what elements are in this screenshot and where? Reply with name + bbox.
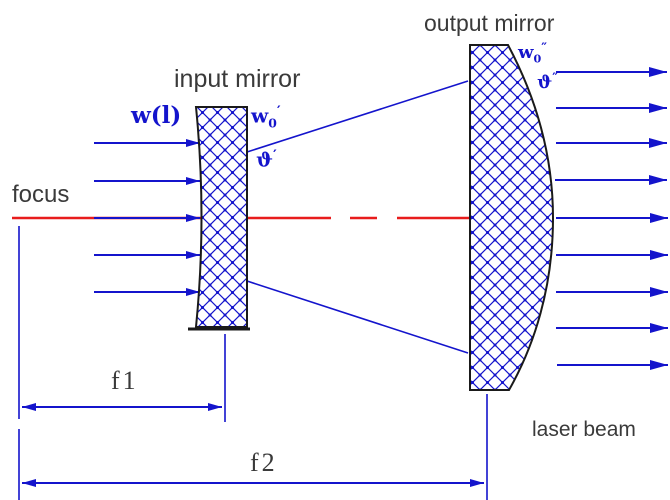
beam-waist-w0-double-prime-label: w0″ [518, 41, 549, 66]
input-mirror-shape [194, 106, 248, 328]
f1-dimension [18, 226, 226, 422]
diverging-ray-upper [246, 80, 469, 153]
divergence-theta-prime-label: ϑ′ [256, 147, 278, 172]
output-beam-arrows [555, 67, 668, 370]
output-mirror-shape [469, 44, 555, 391]
output-mirror-label: output mirror [424, 10, 555, 36]
w0-out-base: w [518, 41, 534, 63]
theta-out-base: ϑ [537, 71, 553, 93]
w0-in-sub: 0 [268, 115, 277, 131]
output-mirror [469, 44, 555, 391]
f1-label: f1 [111, 366, 139, 395]
w0-out-sub: 0 [533, 52, 542, 66]
input-beam-arrows [94, 139, 200, 296]
w0-in-base: w [251, 103, 269, 128]
w0-in-primes: ′ [276, 103, 282, 120]
theta-in-base: ϑ [256, 147, 273, 172]
beam-waist-w0-prime-label: w0′ [251, 103, 282, 131]
divergence-theta-double-prime-label: ϑ″ [537, 71, 560, 93]
laser-beam-label: laser beam [532, 418, 636, 441]
input-mirror-label: input mirror [174, 65, 301, 93]
diverging-rays [246, 80, 469, 354]
f2-dimension [18, 394, 488, 500]
theta-in-primes: ′ [272, 147, 278, 164]
w0-out-primes: ″ [541, 41, 549, 56]
input-mirror [188, 106, 250, 331]
focus-label: focus [12, 181, 70, 208]
f2-label: f2 [250, 448, 278, 477]
diverging-ray-lower [246, 280, 469, 354]
beam-width-wl-label: w(l) [131, 102, 182, 129]
theta-out-primes: ″ [552, 71, 560, 86]
